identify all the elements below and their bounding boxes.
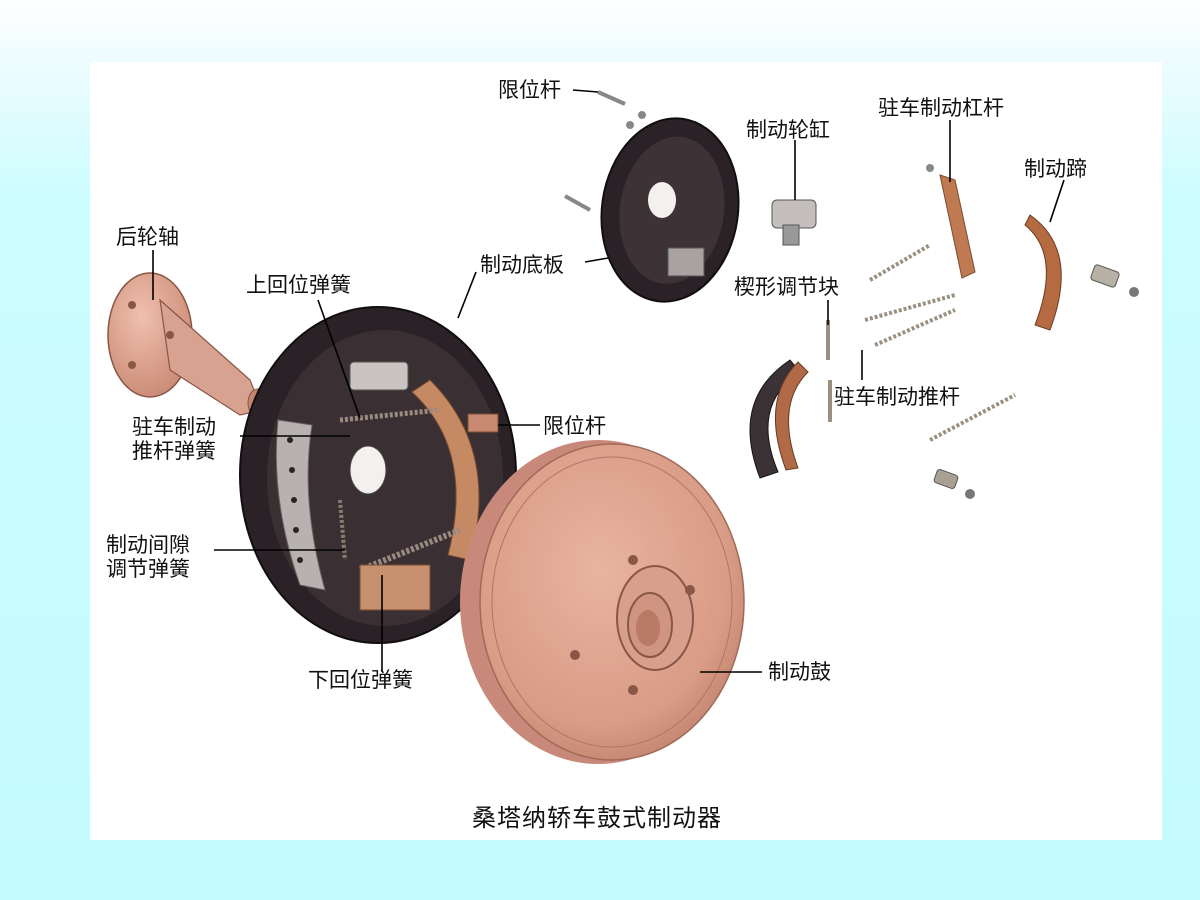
label-wedge-adjuster: 楔形调节块 xyxy=(734,275,839,299)
brake-assembly xyxy=(239,306,517,644)
label-clearance-spring-line2: 调节弹簧 xyxy=(106,557,190,581)
exploded-brake-shoe-left xyxy=(749,359,809,479)
label-wheel-cylinder: 制动轮缸 xyxy=(746,118,830,142)
diagram-caption: 桑塔纳轿车鼓式制动器 xyxy=(472,804,722,832)
label-parking-push-rod-spring-line1: 驻车制动 xyxy=(132,415,216,439)
label-parking-push-rod-spring: 驻车制动 推杆弹簧 xyxy=(132,415,216,463)
label-parking-push-rod: 驻车制动推杆 xyxy=(834,385,960,409)
label-parking-push-rod-spring-line2: 推杆弹簧 xyxy=(132,439,216,463)
label-parking-lever: 驻车制动杠杆 xyxy=(878,96,1004,120)
exploded-wheel-cylinder xyxy=(771,199,817,246)
rear-axle xyxy=(107,272,269,418)
label-brake-drum: 制动鼓 xyxy=(768,660,831,684)
leader-lines xyxy=(152,89,1065,673)
label-rear-axle: 后轮轴 xyxy=(116,225,179,249)
exploded-backplate xyxy=(564,90,740,303)
label-limit-rod-top: 限位杆 xyxy=(498,78,561,102)
label-lower-return-spring: 下回位弹簧 xyxy=(308,668,413,692)
brake-drum xyxy=(460,440,745,764)
exploded-small-parts xyxy=(933,469,975,499)
label-brake-backplate: 制动底板 xyxy=(480,253,564,277)
label-brake-shoe: 制动蹄 xyxy=(1024,157,1087,181)
label-clearance-spring: 制动间隙 调节弹簧 xyxy=(106,533,190,581)
exploded-springs xyxy=(826,243,1016,442)
label-upper-return-spring: 上回位弹簧 xyxy=(246,273,351,297)
label-limit-rod-mid: 限位杆 xyxy=(543,414,606,438)
exploded-brake-shoe-right xyxy=(1024,214,1139,331)
label-clearance-spring-line1: 制动间隙 xyxy=(106,533,190,557)
